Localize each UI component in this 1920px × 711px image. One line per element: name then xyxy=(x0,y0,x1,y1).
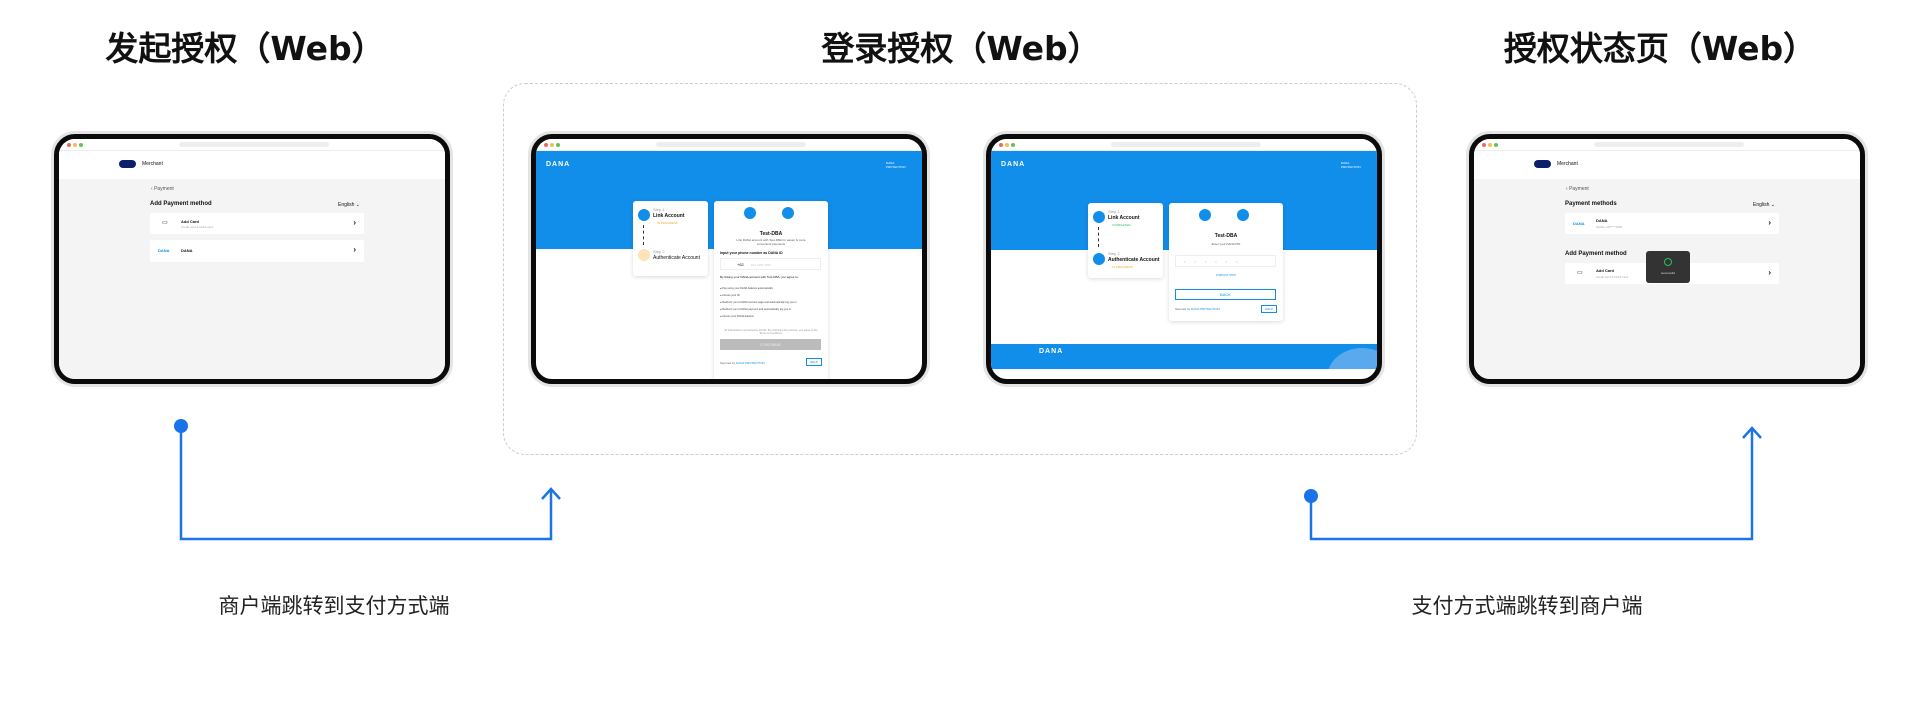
steps-card: Step 1 Link Account COMPLETED Step 2 Aut… xyxy=(1088,203,1163,278)
agree-text: By linking your DANA account with Test-D… xyxy=(720,275,799,279)
phone-placeholder: 812 3456 7890 xyxy=(751,263,772,267)
device-start-auth: Merchant ‹ Payment Add Payment method En… xyxy=(51,131,453,387)
consent-item: ● Redirect you to DANA payment and autom… xyxy=(720,308,791,311)
arrow-payment-to-merchant xyxy=(1309,426,1762,541)
card-icon: ▭ xyxy=(162,220,168,226)
language-select[interactable]: English ⌄ xyxy=(338,202,360,208)
add-card-item[interactable]: ▭ Add Card Credit card & Debit card › xyxy=(150,213,364,234)
back-link[interactable]: ‹ Payment xyxy=(151,186,174,192)
steps-card: Step 1 Link Account IN PROGRESS Step 2 A… xyxy=(633,201,708,276)
success-toast: successful xyxy=(1646,251,1690,283)
chevron-right-icon: › xyxy=(1768,268,1771,277)
help-button[interactable]: HELP xyxy=(1261,305,1277,313)
pin-prompt: Enter your DANA PIN xyxy=(1211,242,1241,246)
help-button[interactable]: HELP xyxy=(806,358,822,366)
title-auth-status: 授权状态页（Web） xyxy=(1503,29,1817,68)
item-title: Add Card xyxy=(181,219,199,224)
chevron-right-icon: › xyxy=(353,245,356,254)
dana-footer-logo: DANA xyxy=(1039,348,1064,355)
merchant-name: Merchant xyxy=(142,161,163,167)
arrow-start-dot xyxy=(1304,489,1318,503)
consent-item: ● Access your DANA balance xyxy=(720,315,754,318)
item-title: Add Card xyxy=(1596,268,1614,273)
back-label: Payment xyxy=(154,186,174,192)
merchant-name: Test-DBA xyxy=(759,231,783,237)
item-title: DANA xyxy=(181,248,193,253)
pin-card: Test-DBA Enter your DANA PIN •••••• FORG… xyxy=(1169,203,1283,321)
merchant-logo xyxy=(1534,160,1551,168)
terms-text: All information is protected by DANA. By… xyxy=(724,329,818,335)
continue-button[interactable]: CONTINUE xyxy=(720,339,821,350)
merchant-name: Test-DBA xyxy=(1214,233,1238,239)
step-label: Step 2 xyxy=(653,249,665,254)
item-subtitle: Credit card & Debit card xyxy=(181,225,214,229)
consent-item: ● Access your ID xyxy=(720,294,740,297)
arrow-start-dot xyxy=(174,419,188,433)
consent-item: ● Redirect you to DANA account page and … xyxy=(720,301,797,304)
secured-by: Secured by DANA PROTECTION xyxy=(720,361,765,365)
step-title: Link Account xyxy=(1108,215,1140,221)
browser-bar xyxy=(59,139,445,151)
dana-protection-logo: DANA PROTECTION xyxy=(886,161,906,169)
item-title: DANA xyxy=(1596,218,1608,223)
item-subtitle: Mobile +62****1808 xyxy=(1596,225,1623,229)
step-label: Step 2 xyxy=(1108,251,1120,256)
step-title: Authenticate Account xyxy=(1108,257,1160,263)
section-title: Add Payment method xyxy=(150,201,212,207)
dana-logo: DANA xyxy=(546,161,571,168)
consent-item: ● Pay using your DANA balance automatica… xyxy=(720,287,773,290)
merchant-name: Merchant xyxy=(1557,161,1578,167)
dana-item[interactable]: DANA DANA › xyxy=(150,240,364,262)
check-circle-icon xyxy=(1664,258,1672,266)
section-title: Add Payment method xyxy=(1565,251,1627,257)
link-account-card: Test-DBA Link DANA account with Test-DBA… xyxy=(714,201,828,379)
chevron-right-icon: › xyxy=(1768,218,1771,227)
country-code: +62 xyxy=(737,262,744,267)
dana-logo: DANA xyxy=(1001,161,1026,168)
back-link[interactable]: ‹ Payment xyxy=(1566,186,1589,192)
arrow-merchant-to-payment xyxy=(179,426,561,541)
device-auth-status: Merchant ‹ Payment Payment methods Engli… xyxy=(1466,131,1868,387)
step-title: Authenticate Account xyxy=(653,255,700,261)
device-login-phone: DANA DANA PROTECTION Step 1 Link Account… xyxy=(528,131,930,387)
step-status: COMPLETED xyxy=(1112,223,1131,227)
card-icon: ▭ xyxy=(1577,270,1583,276)
device-login-pin: DANA DANA DANA PROTECTION Step 1 Link Ac… xyxy=(983,131,1385,387)
title-start-auth: 发起授权（Web） xyxy=(105,29,385,68)
item-subtitle: Credit card & Debit card xyxy=(1596,275,1629,279)
pin-input[interactable]: •••••• xyxy=(1175,255,1276,267)
step-label: Step 1 xyxy=(653,207,665,212)
note-payment-to-merchant: 支付方式端跳转到商户端 xyxy=(1411,594,1643,618)
dana-protection-logo: DANA PROTECTION xyxy=(1341,161,1361,169)
secured-by: Secured by DANA PROTECTION xyxy=(1175,307,1220,311)
dana-logo: DANA xyxy=(158,248,170,253)
merchant-logo xyxy=(119,160,136,168)
step-status: IN PROGRESS xyxy=(657,221,678,225)
link-description: Link DANA account with Test-DBA for easi… xyxy=(736,238,806,246)
phone-input[interactable]: +62 812 3456 7890 xyxy=(720,258,821,270)
step-title: Link Account xyxy=(653,213,685,219)
login-group-frame xyxy=(503,83,1417,455)
forgot-pin-link[interactable]: FORGOT PIN? xyxy=(1215,273,1237,277)
phone-label: Input your phone number as DANA ID xyxy=(720,251,783,255)
language-label: English xyxy=(338,202,355,208)
chevron-right-icon: › xyxy=(353,218,356,227)
step-label: Step 1 xyxy=(1108,209,1120,214)
toast-text: successful xyxy=(1660,271,1675,275)
note-merchant-to-payment: 商户端跳转到支付方式端 xyxy=(218,594,450,618)
title-login-auth: 登录授权（Web） xyxy=(821,29,1101,68)
dana-logo: DANA xyxy=(1573,221,1585,226)
step-status: IN PROGRESS xyxy=(1112,265,1133,269)
back-button[interactable]: BACK xyxy=(1175,289,1276,300)
consent-list: ● Pay using your DANA balance automatica… xyxy=(720,285,824,320)
dana-linked-item[interactable]: DANA DANA Mobile +62****1808 › xyxy=(1565,213,1779,234)
section-title: Payment methods xyxy=(1565,201,1617,207)
language-select[interactable]: English ⌄ xyxy=(1753,202,1775,208)
